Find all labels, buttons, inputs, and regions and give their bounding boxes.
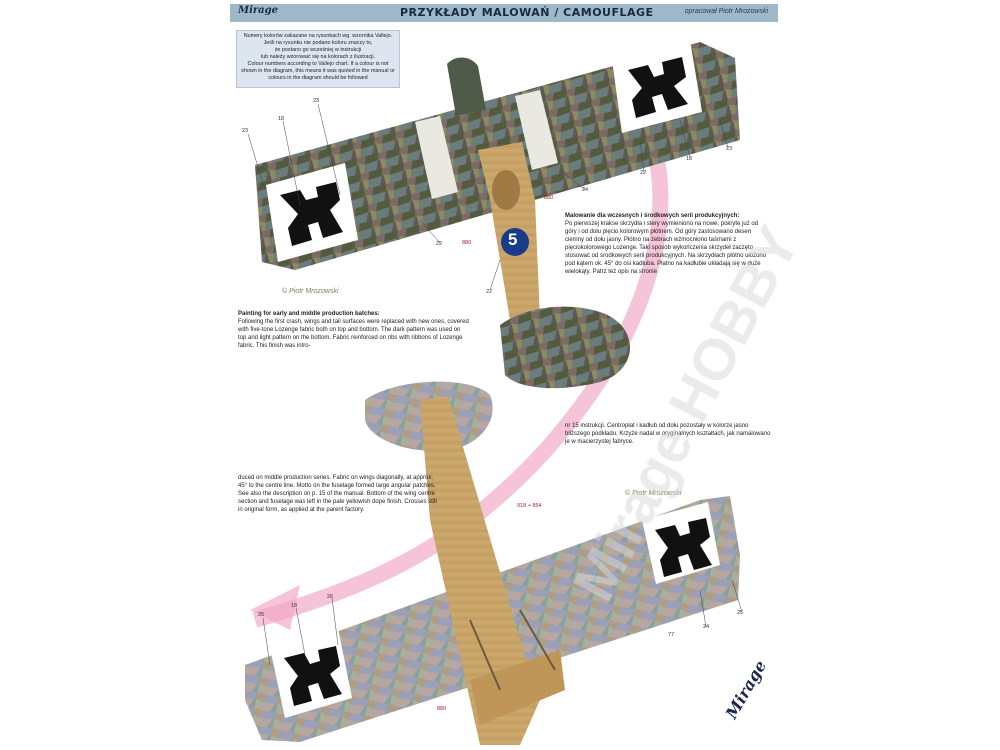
cross-bottom-left-wing: [270, 628, 352, 718]
info-line: colours in the diagram should be followe…: [268, 75, 368, 81]
copyright-bottom: © Piotr Mrozowski: [625, 490, 682, 497]
callout-label: 23: [313, 98, 320, 104]
callout-label: 25: [258, 612, 265, 618]
wing-centre-section: [470, 650, 565, 725]
info-line: shown in the diagram, this means it was …: [241, 68, 395, 74]
english-heading: Painting for early and middle production…: [238, 311, 380, 317]
watermark-swoosh: [252, 116, 669, 628]
info-line: że postano go wcześniej w instrukcji: [274, 47, 362, 53]
callout-leaders: [247, 103, 743, 666]
engine-cowl: [447, 57, 486, 116]
callout-label: 22: [436, 241, 443, 247]
cross-top-right-wing: [612, 40, 702, 133]
mirage-logo-small: Mirage: [238, 5, 278, 16]
callout-label: 880: [462, 240, 472, 246]
strut-1: [519, 609, 556, 671]
callout-label: 24: [582, 187, 589, 193]
polish-description: Malowanie dla wczesnych i środkowych ser…: [565, 212, 771, 308]
polish-continued-text: nr 15 instrukcji. Centropłat i kadłub od…: [565, 423, 771, 445]
watermark-arrow: [250, 585, 300, 630]
callout-label: 24: [703, 624, 710, 630]
top-tailplane: [500, 306, 630, 389]
callout-label: 23: [242, 128, 249, 134]
info-line: Numery kolorów zakazane na rysunkach wg.…: [243, 33, 393, 39]
header-bar: Mirage PRZYKŁADY MALOWAŃ / CAMOUFLAGE op…: [230, 4, 778, 22]
page-title: PRZYKŁADY MALOWAŃ / CAMOUFLAGE: [400, 6, 654, 19]
polish-continued: nr 15 instrukcji. Centropłat i kadłub od…: [565, 422, 771, 454]
callout-label: 77: [668, 632, 675, 638]
callout-label: 918 + 854: [517, 503, 542, 509]
copyright-top: © Piotr Mrozowski: [282, 288, 339, 295]
fuselage-number-disk: [501, 228, 529, 256]
english-body: Following the first crash, wings and tai…: [238, 319, 469, 349]
english-continued: duced on middle production series. Fabri…: [238, 474, 438, 554]
cross-bottom-right-wing: [642, 502, 720, 584]
callout-label: 18: [278, 116, 285, 122]
callout-label: 23: [726, 146, 733, 152]
info-line: Jeśli na rysunku nie podano koloru znacz…: [263, 40, 373, 46]
cross-top-left-wing: [266, 163, 358, 262]
strut-2: [469, 619, 501, 691]
bottom-fuselage: [420, 396, 540, 745]
callout-label: 22: [640, 170, 647, 176]
callout-label: 22: [486, 289, 493, 295]
polish-body: Po pierwszej krakse skrzydła i stery wym…: [565, 221, 767, 275]
fuselage-number: 5: [508, 230, 518, 249]
author-credit: opracował Piotr Mrozowski: [684, 8, 768, 15]
english-continued-text: duced on middle production series. Fabri…: [238, 475, 437, 513]
colour-info-box: Numery kolorów zakazane na rysunkach wg.…: [236, 30, 400, 88]
wing-band-right: [515, 90, 558, 170]
info-line: Colour numbers according to Vallejo char…: [247, 61, 389, 67]
english-description: Painting for early and middle production…: [238, 310, 470, 382]
callout-label: 880: [437, 706, 447, 712]
cockpit: [492, 170, 520, 210]
callout-label: 26: [327, 594, 334, 600]
callout-label: 18: [686, 156, 693, 162]
info-line: lub należy wzorować się na kolorach z il…: [260, 54, 376, 60]
callout-label: 25: [737, 610, 744, 616]
polish-heading: Malowanie dla wczesnych i środkowych ser…: [565, 213, 740, 219]
callout-label: 18: [291, 603, 298, 609]
wing-band-left: [415, 116, 458, 199]
callout-label: 880: [544, 195, 554, 201]
